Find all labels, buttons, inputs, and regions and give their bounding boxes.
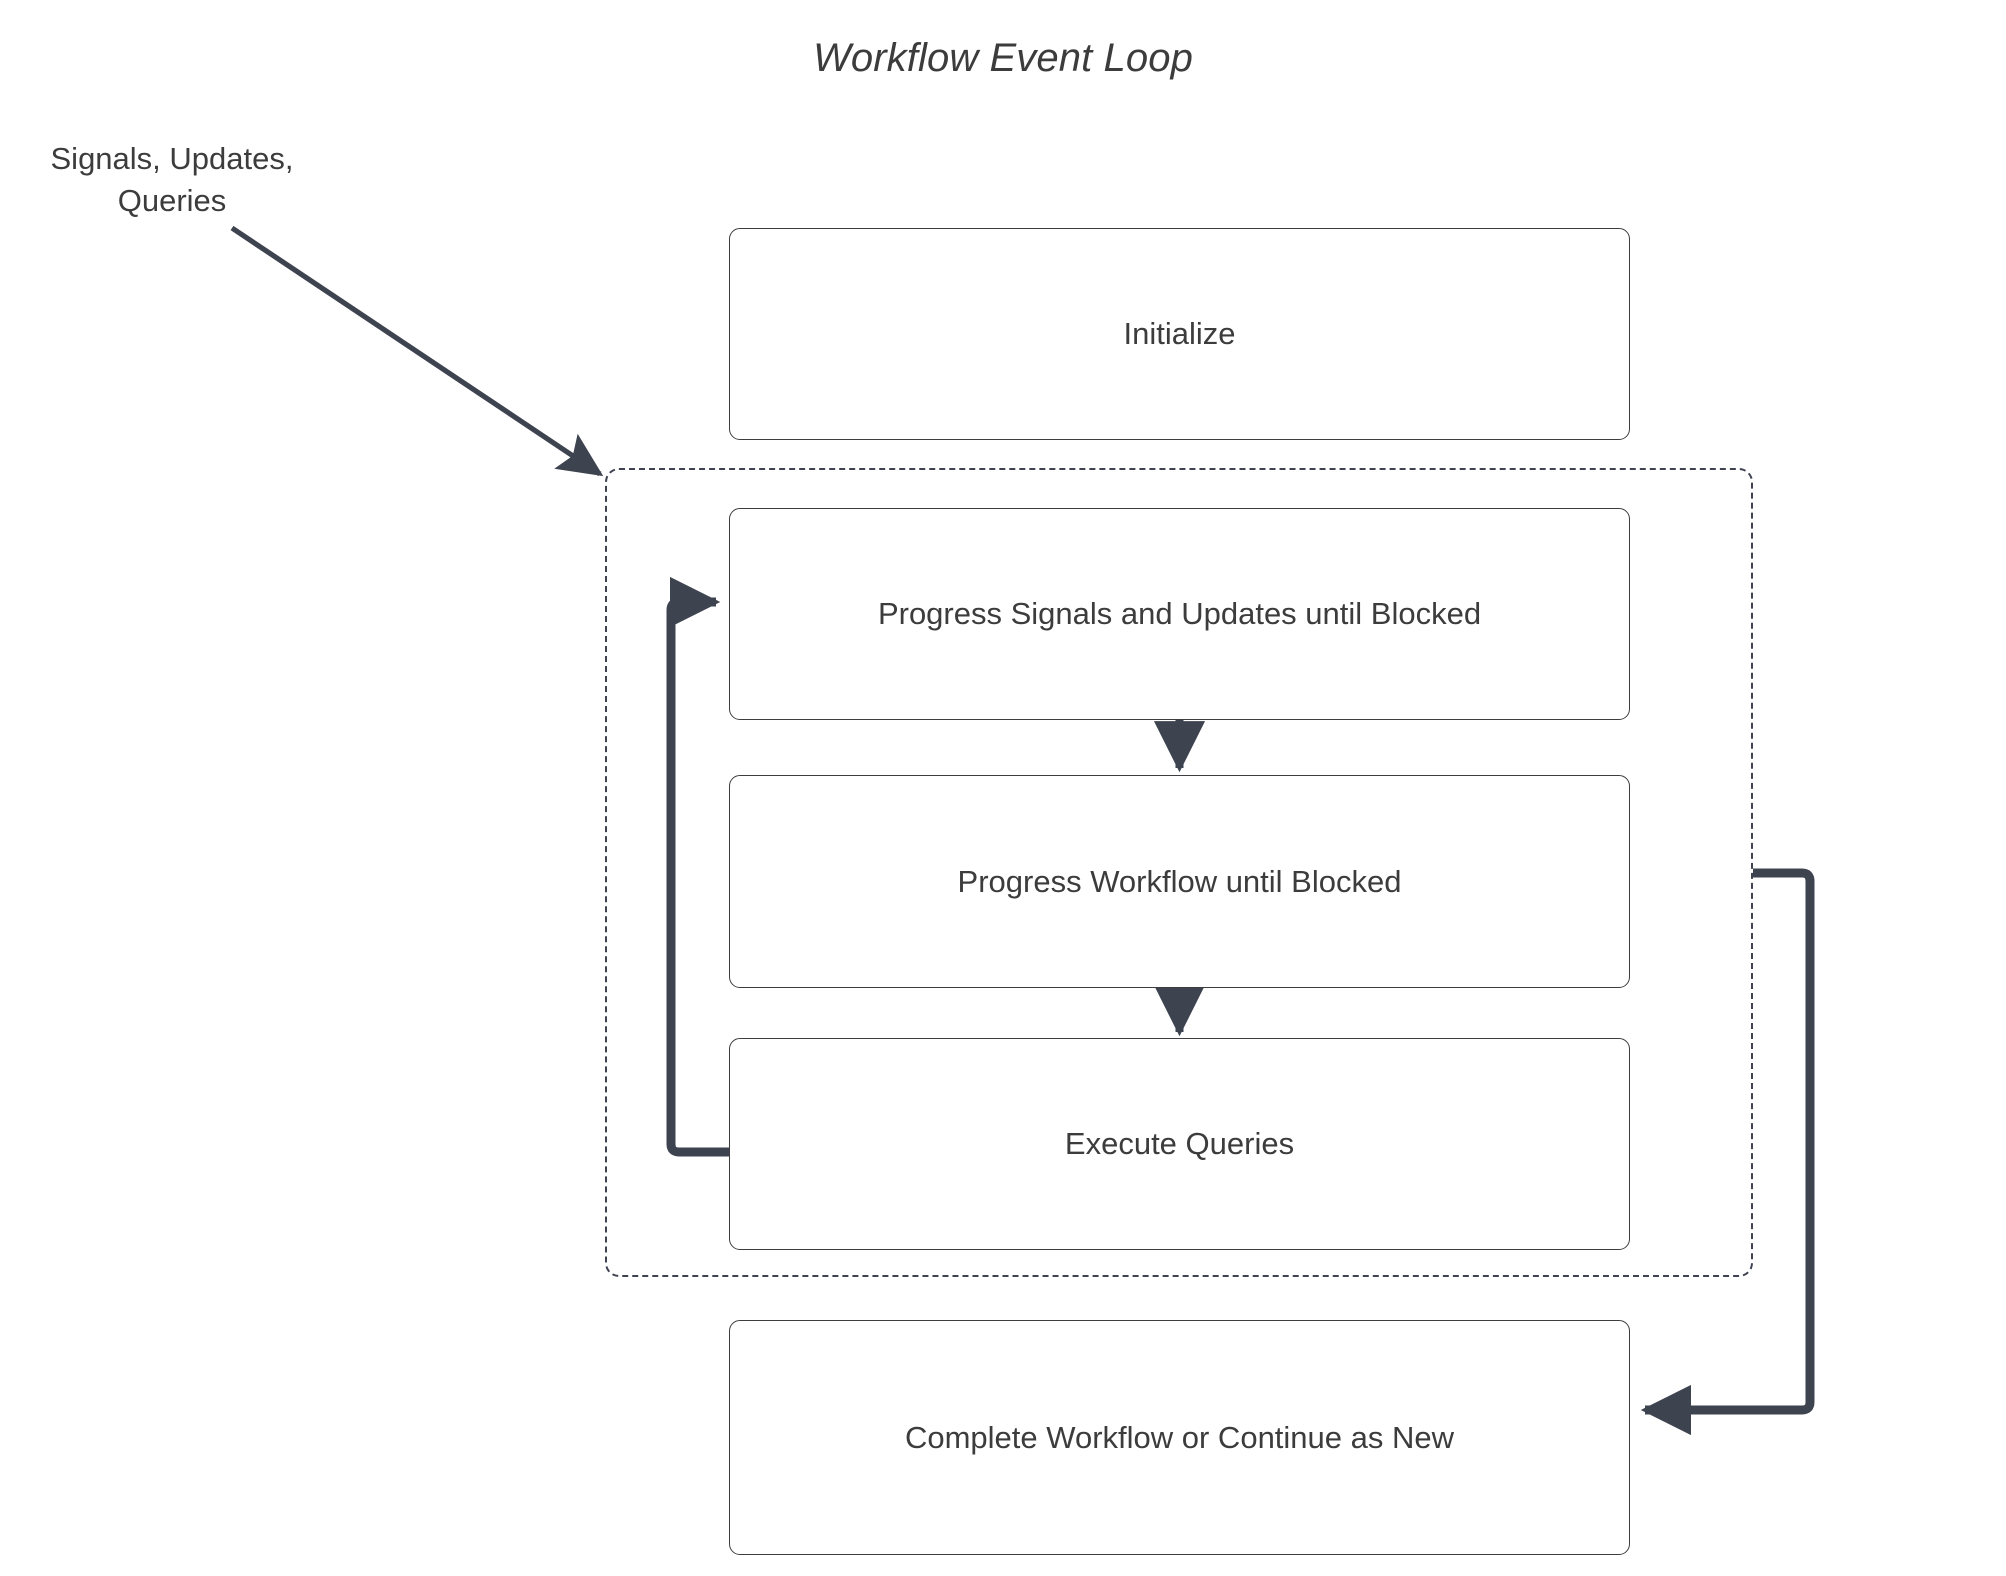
node-complete-workflow-or-continue-as-new-label: Complete Workflow or Continue as New [904, 1419, 1455, 1455]
node-execute-queries[interactable]: Execute Queries [729, 1038, 1630, 1250]
node-progress-workflow-label: Progress Workflow until Blocked [957, 863, 1402, 899]
node-progress-signals-and-updates-label: Progress Signals and Updates until Block… [877, 596, 1482, 631]
event-loop-region [605, 468, 1753, 1277]
node-execute-queries-label: Execute Queries [1064, 1126, 1295, 1161]
node-progress-signals-and-updates[interactable]: Progress Signals and Updates until Block… [729, 508, 1630, 720]
node-initialize[interactable]: Initialize [729, 228, 1630, 440]
node-progress-workflow[interactable]: Progress Workflow until Blocked [729, 775, 1630, 988]
edge-signals-to-loop [230, 225, 604, 477]
node-initialize-label: Initialize [1123, 316, 1236, 351]
signals-updates-queries-label: Signals, Updates, Queries [50, 141, 294, 218]
node-complete-workflow-or-continue-as-new[interactable]: Complete Workflow or Continue as New [729, 1320, 1630, 1555]
diagram-title: Workflow Event Loop [813, 36, 1193, 80]
